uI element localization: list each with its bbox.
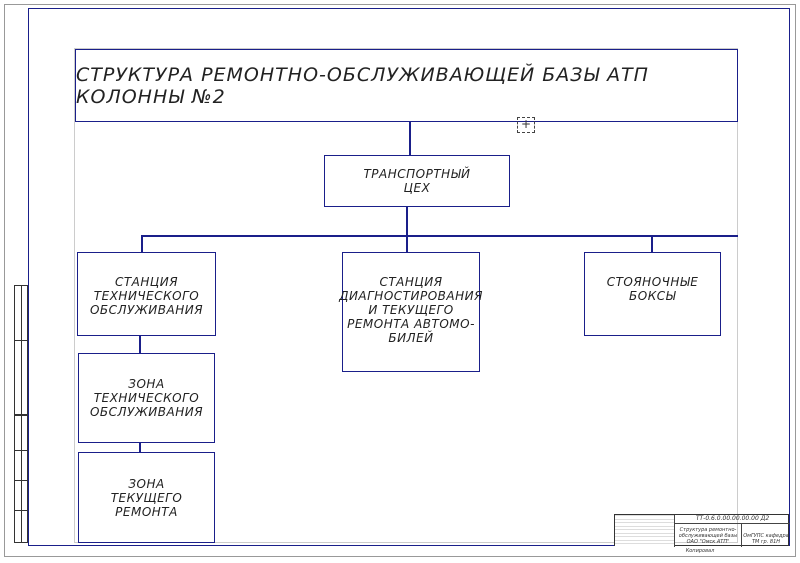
drawing-frame bbox=[28, 8, 790, 546]
title-block: ТТ-0.6.0.00.00.00.00 Д2 Структура ремонт… bbox=[614, 514, 790, 547]
left-margin-col bbox=[21, 285, 22, 543]
connector-sub-1 bbox=[139, 336, 141, 354]
node-diagnostics-station: СТАНЦИЯ ДИАГНОСТИРОВАНИЯ И ТЕКУЩЕГО РЕМО… bbox=[339, 252, 482, 372]
node-parking-boxes: СТОЯНОЧНЫЕ БОКСЫ bbox=[584, 252, 721, 336]
title-block-divider bbox=[741, 524, 742, 547]
connector-sub-2 bbox=[139, 442, 141, 453]
diagram-title: СТРУКТУРА РЕМОНТНО-ОБСЛУЖИВАЮЩЕЙ БАЗЫ АТ… bbox=[75, 49, 738, 122]
node-transport-shop: ТРАНСПОРТНЫЙ ЦЕХ bbox=[324, 155, 510, 207]
drop-branch-1 bbox=[141, 235, 143, 253]
inner-page-area bbox=[74, 48, 738, 543]
drop-branch-3 bbox=[651, 235, 653, 253]
node-maintenance-station: СТАНЦИЯ ТЕХНИЧЕСКОГО ОБСЛУЖИВАНИЯ bbox=[77, 252, 216, 336]
title-block-designation: ТТ-0.6.0.00.00.00.00 Д2 bbox=[675, 516, 790, 524]
format-label: Копировал bbox=[685, 548, 715, 554]
connector-root-bus bbox=[406, 207, 408, 236]
node-repair-zone: ЗОНА ТЕКУЩЕГО РЕМОНТА bbox=[78, 452, 215, 543]
node-maintenance-zone: ЗОНА ТЕХНИЧЕСКОГО ОБСЛУЖИВАНИЯ bbox=[78, 353, 215, 443]
crosshair-cursor-icon: + bbox=[517, 117, 535, 133]
title-block-sheet-name: Структура ремонтно-обслуживающей базы ОА… bbox=[678, 527, 738, 545]
diagram-title-text: СТРУКТУРА РЕМОНТНО-ОБСЛУЖИВАЮЩЕЙ БАЗЫ АТ… bbox=[76, 63, 649, 108]
connector-title-root bbox=[409, 122, 411, 155]
drop-branch-2 bbox=[406, 235, 408, 253]
title-block-org: ОмГУПС кафедра ТМ гр. 81Н bbox=[743, 533, 789, 545]
title-block-grid-left bbox=[615, 515, 675, 547]
branch-bus bbox=[141, 235, 738, 237]
sheet-border bbox=[4, 4, 796, 557]
